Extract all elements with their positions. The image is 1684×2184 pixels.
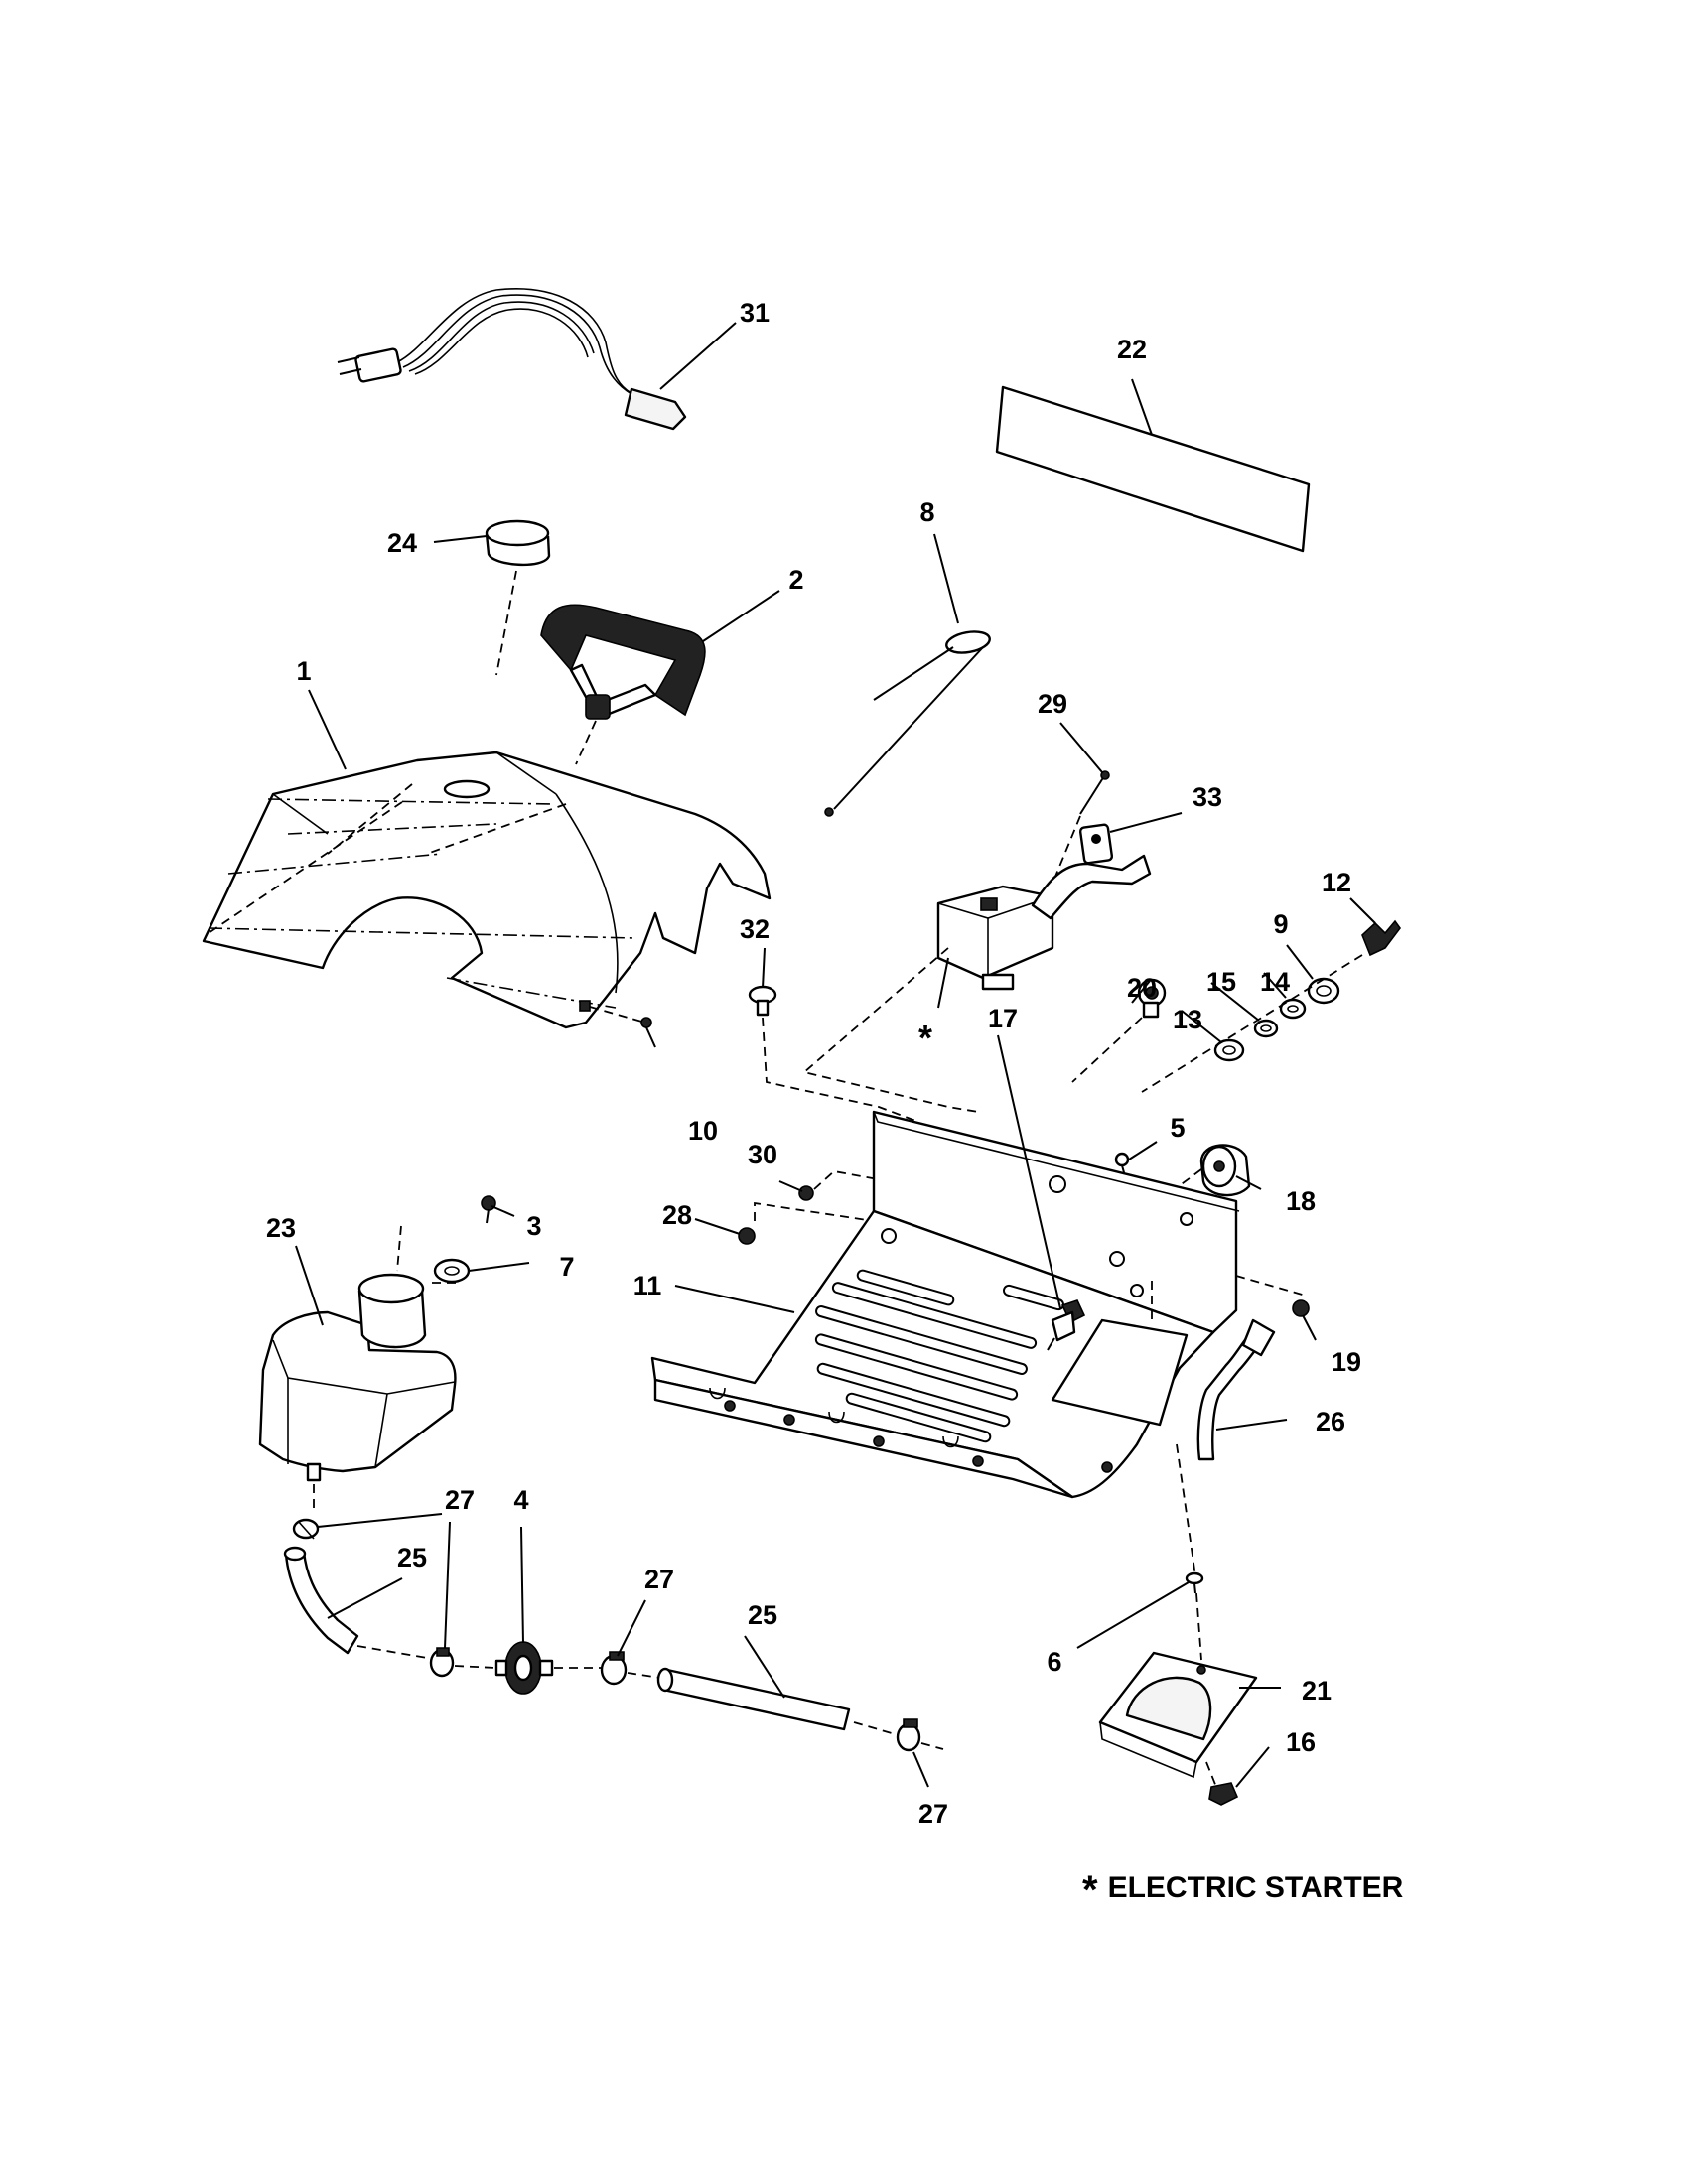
callout-1: 1 bbox=[296, 656, 311, 686]
fuel-tank-part-23 bbox=[258, 1225, 457, 1514]
callout-7: 7 bbox=[559, 1252, 574, 1282]
callout-star: * bbox=[918, 1018, 932, 1058]
callout-28: 28 bbox=[662, 1200, 692, 1230]
screw-part-3 bbox=[481, 1195, 496, 1224]
callout-12: 12 bbox=[1322, 868, 1351, 897]
callout-23: 23 bbox=[266, 1213, 296, 1243]
screw-part-6 bbox=[1185, 1571, 1204, 1661]
switch-part-17 bbox=[1047, 1299, 1086, 1351]
callout-19: 19 bbox=[1332, 1347, 1361, 1377]
handle-part-2 bbox=[540, 604, 706, 765]
callout-25b: 25 bbox=[748, 1600, 777, 1630]
leader-lines bbox=[295, 322, 1376, 1788]
fuel-hose-part-25a bbox=[283, 1546, 428, 1659]
hose-clamp-part-27a bbox=[292, 1518, 320, 1540]
callout-8: 8 bbox=[919, 497, 934, 527]
hose-clamp-part-27d bbox=[896, 1718, 944, 1752]
footnote-symbol: * bbox=[1082, 1868, 1098, 1912]
footnote: * ELECTRIC STARTER bbox=[1082, 1868, 1403, 1913]
callout-16: 16 bbox=[1286, 1727, 1316, 1757]
callout-27c: 27 bbox=[918, 1799, 948, 1829]
callout-labels: 31 22 24 8 2 1 29 33 12 32 9 20 15 14 13… bbox=[266, 298, 1361, 1829]
hose-clamp-part-27b bbox=[429, 1647, 497, 1678]
callout-4: 4 bbox=[513, 1485, 528, 1515]
callout-26: 26 bbox=[1316, 1407, 1345, 1436]
switch-box-part-33 bbox=[802, 823, 1152, 1113]
callout-25a: 25 bbox=[397, 1543, 427, 1572]
hose-clamp-part-27c bbox=[600, 1651, 661, 1686]
rod-part-8 bbox=[824, 630, 991, 817]
screw-part-10 bbox=[640, 1017, 656, 1048]
callout-33: 33 bbox=[1193, 782, 1222, 812]
callout-5: 5 bbox=[1170, 1113, 1185, 1143]
screw-part-29 bbox=[1052, 770, 1110, 885]
callout-27a: 27 bbox=[445, 1485, 475, 1515]
callout-2: 2 bbox=[788, 565, 803, 595]
decal-part-22 bbox=[995, 385, 1311, 553]
callout-29: 29 bbox=[1038, 689, 1067, 719]
washer-part-7 bbox=[433, 1258, 471, 1284]
washer-part-14 bbox=[1279, 998, 1307, 1020]
cap-part-24 bbox=[485, 519, 551, 676]
callout-14: 14 bbox=[1260, 967, 1290, 997]
callout-11: 11 bbox=[633, 1271, 662, 1300]
callout-21: 21 bbox=[1302, 1676, 1332, 1706]
callout-9: 9 bbox=[1273, 909, 1288, 939]
wing-nut-part-12 bbox=[1141, 919, 1401, 1093]
footnote-text: ELECTRIC STARTER bbox=[1107, 1871, 1404, 1904]
callout-13: 13 bbox=[1173, 1005, 1202, 1034]
callout-31: 31 bbox=[740, 298, 770, 328]
nut-part-19 bbox=[1292, 1299, 1310, 1317]
callout-24: 24 bbox=[387, 528, 417, 558]
panel-part-11 bbox=[650, 1110, 1307, 1584]
callout-27b: 27 bbox=[644, 1565, 674, 1594]
washer-part-13 bbox=[1213, 1038, 1245, 1062]
callout-6: 6 bbox=[1047, 1647, 1061, 1677]
tube-part-26 bbox=[1196, 1318, 1276, 1461]
power-cord-part-31 bbox=[337, 288, 687, 431]
callout-32: 32 bbox=[740, 914, 770, 944]
callout-18: 18 bbox=[1286, 1186, 1316, 1216]
callout-3: 3 bbox=[526, 1211, 541, 1241]
callout-30: 30 bbox=[748, 1140, 777, 1169]
callout-20: 20 bbox=[1127, 973, 1157, 1003]
fuel-filter-part-4 bbox=[494, 1641, 601, 1695]
callout-22: 22 bbox=[1117, 335, 1147, 364]
grommet-part-32 bbox=[748, 985, 919, 1123]
washer-part-9 bbox=[1307, 977, 1340, 1005]
washer-part-15 bbox=[1253, 1019, 1279, 1038]
callout-15: 15 bbox=[1206, 967, 1236, 997]
cover-plate-part-21 bbox=[1098, 1651, 1258, 1788]
screw-part-16 bbox=[1208, 1782, 1239, 1806]
callout-10: 10 bbox=[688, 1116, 718, 1146]
fuel-hose-part-25b bbox=[656, 1667, 900, 1736]
shroud-part-1 bbox=[202, 751, 772, 1029]
callout-17: 17 bbox=[988, 1004, 1018, 1033]
